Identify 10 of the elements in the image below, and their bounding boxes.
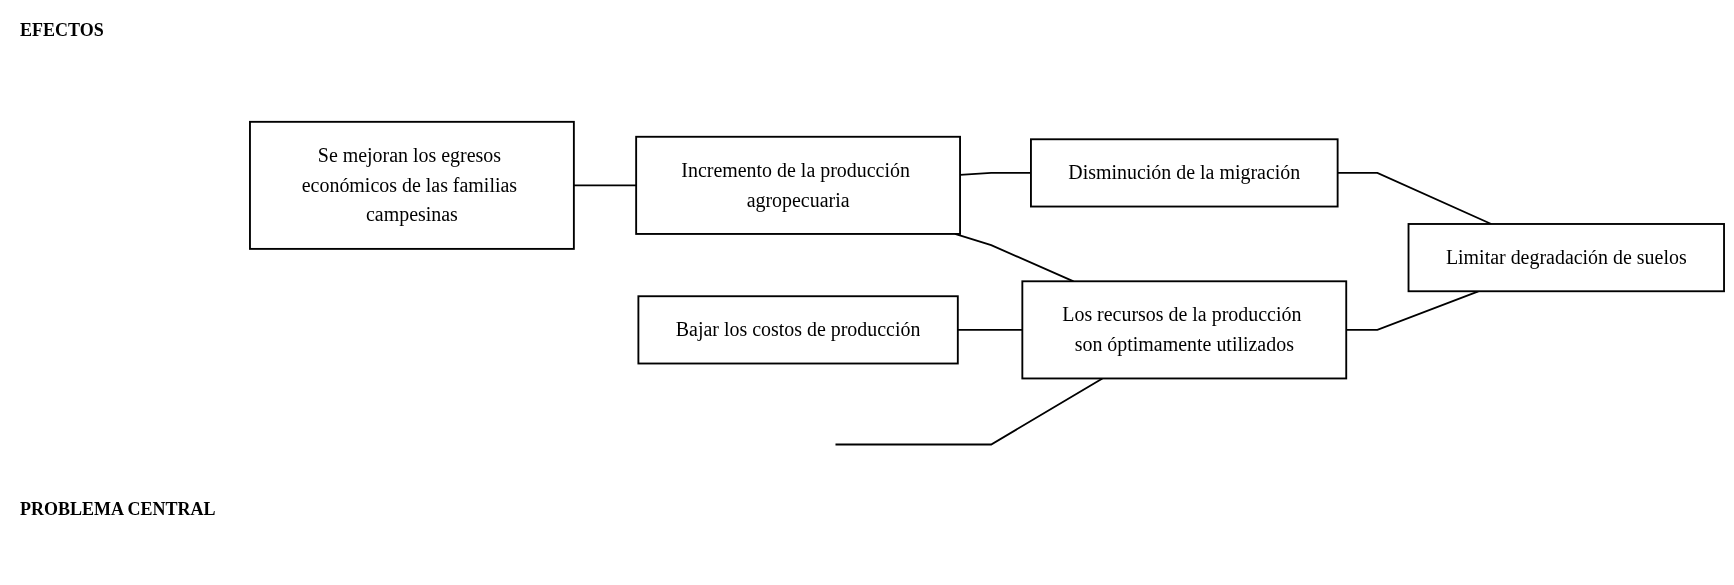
section-label: EFECTOS	[20, 20, 105, 41]
node-box: Bajar los costos de producción	[637, 295, 959, 365]
node-box: Disminución de la migración	[1030, 138, 1339, 208]
node-box: Incremento de la producción agropecuaria	[635, 135, 961, 235]
connector	[954, 233, 1075, 283]
node-box: Limitar degradación de suelos	[1407, 223, 1725, 293]
node-box: Los recursos de la producción son óptimamente utilizados	[1021, 280, 1348, 380]
connector	[834, 377, 1104, 446]
section-label: PROBLEMA CENTRAL	[20, 499, 217, 520]
node-box: Se mejoran los egresos económicos de las familias campesinas	[249, 120, 575, 250]
